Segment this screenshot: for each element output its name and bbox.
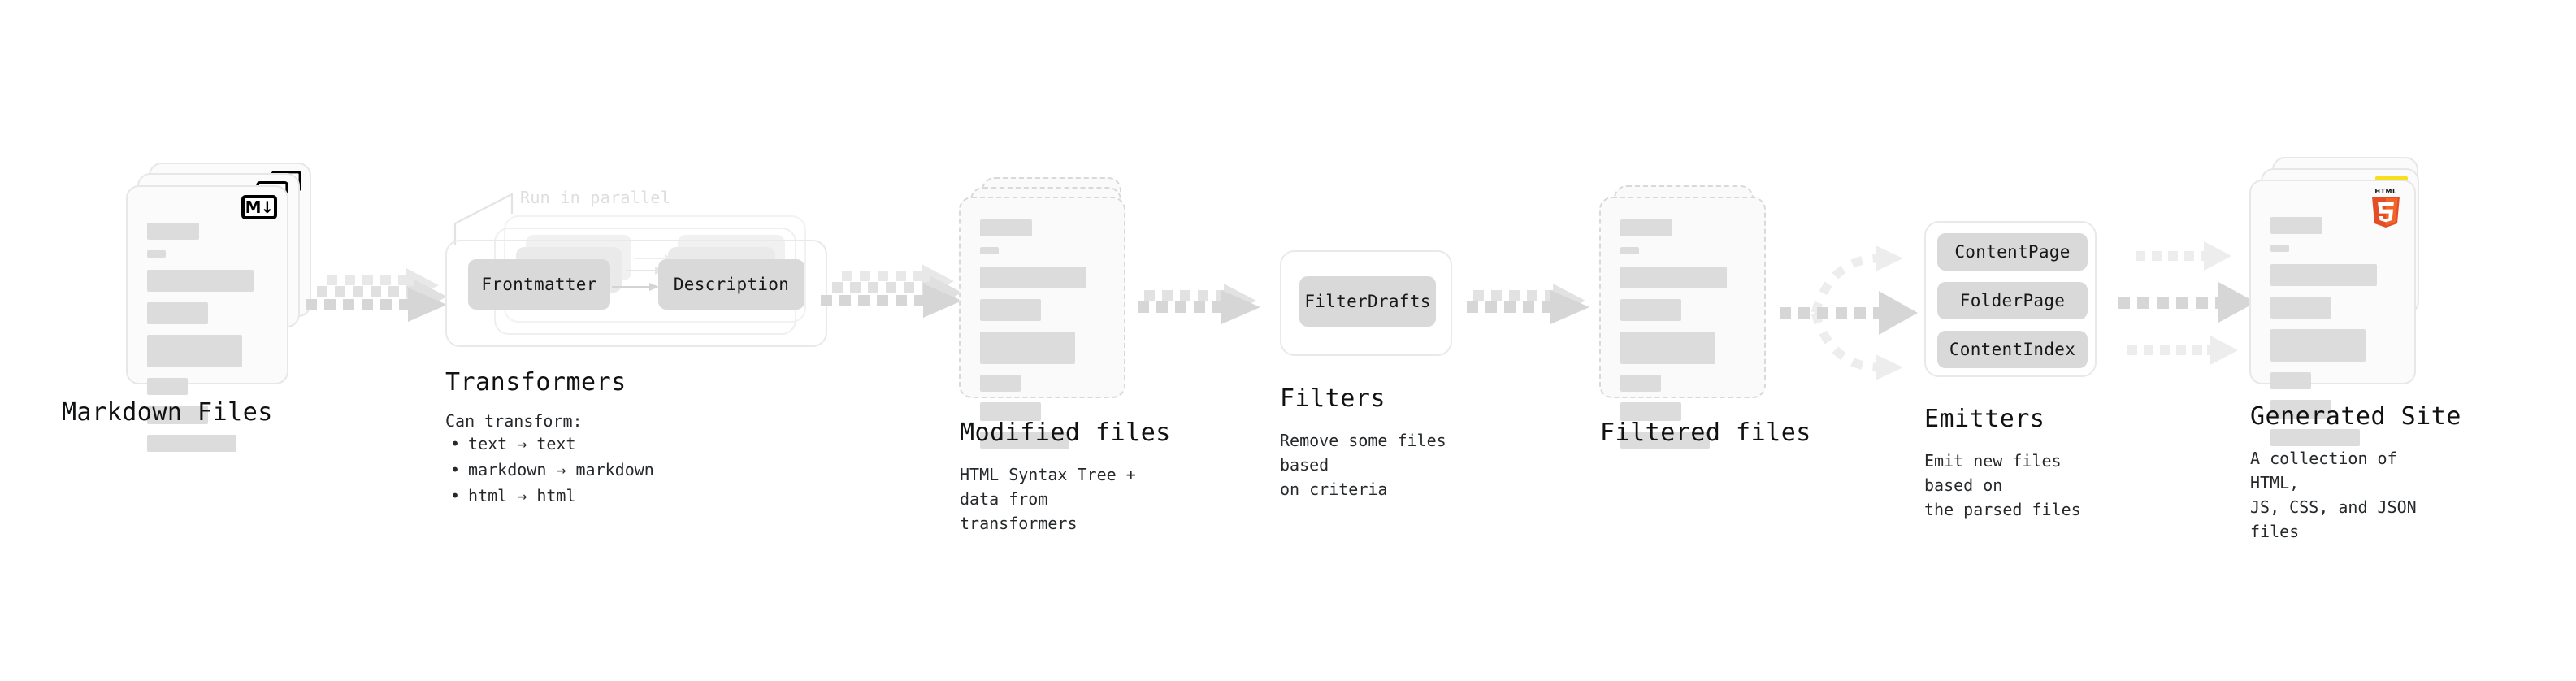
modified-card-content-lines bbox=[980, 219, 1104, 449]
generated-card-content-lines bbox=[2270, 217, 2395, 446]
emitter-chip-contentindex[interactable]: ContentIndex bbox=[1937, 331, 2088, 368]
transformers-bullet-list: text → text markdown → markdown html → h… bbox=[445, 431, 654, 509]
transformer-chip-description[interactable]: Description bbox=[658, 259, 804, 310]
transformers-title: Transformers bbox=[445, 368, 627, 397]
stage-filtered-files: Filtered files bbox=[1599, 185, 1811, 449]
html5-icon: HTML bbox=[2372, 188, 2400, 228]
filtered-files-title: Filtered files bbox=[1600, 419, 1811, 447]
transformers-box: Frontmatter Description bbox=[445, 240, 827, 347]
svg-text:HTML: HTML bbox=[2374, 188, 2396, 195]
modified-files-subtitle: HTML Syntax Tree + data from transformer… bbox=[960, 465, 1136, 533]
modified-files-card-stack bbox=[959, 177, 1146, 449]
generated-site-subtitle: A collection of HTML, JS, CSS, and JSON … bbox=[2250, 449, 2417, 541]
markdown-card-content-lines bbox=[147, 223, 267, 452]
run-in-parallel-label: Run in parallel bbox=[520, 188, 671, 207]
generated-site-card-stack: CSS HTML bbox=[2249, 157, 2436, 446]
generated-site-title: Generated Site bbox=[2250, 402, 2461, 431]
emitter-chip-folderpage[interactable]: FolderPage bbox=[1937, 282, 2088, 319]
markdown-card-front: M↓ bbox=[126, 185, 288, 452]
markdown-files-title: Markdown Files bbox=[62, 398, 273, 427]
modified-card-front bbox=[959, 197, 1125, 449]
arrow-modified-to-filters bbox=[1138, 284, 1260, 324]
markdown-icon: M↓ bbox=[241, 195, 277, 219]
filters-box: FilterDrafts bbox=[1280, 250, 1452, 356]
filters-subtitle: Remove some files based on criteria bbox=[1280, 431, 1446, 499]
stage-filters: FilterDrafts Filters Remove some files b… bbox=[1280, 250, 1452, 499]
arrow-filters-to-filtered bbox=[1467, 284, 1589, 324]
emitters-box: ContentPage FolderPage ContentIndex bbox=[1924, 221, 2097, 377]
stage-modified-files: Modified files HTML Syntax Tree + data f… bbox=[959, 177, 1170, 533]
transformer-arrow bbox=[612, 283, 659, 291]
emitters-title: Emitters bbox=[1924, 405, 2045, 433]
filtered-files-card-stack bbox=[1599, 185, 1786, 449]
filters-title: Filters bbox=[1280, 384, 1386, 413]
filtered-card-content-lines bbox=[1620, 219, 1745, 449]
modified-files-title: Modified files bbox=[960, 419, 1171, 447]
generated-card-front-html: HTML bbox=[2249, 180, 2416, 446]
stage-markdown-files: M↓ M↓ M↓ Markdown Files bbox=[62, 163, 313, 452]
arrow-markdown-to-transformers bbox=[306, 268, 447, 322]
transformers-bullet: markdown → markdown bbox=[445, 457, 654, 483]
stage-generated-site: CSS HTML bbox=[2249, 157, 2461, 541]
filter-chip-filterdrafts[interactable]: FilterDrafts bbox=[1299, 276, 1436, 327]
arrow-filtered-to-emitters bbox=[1780, 245, 1918, 380]
filtered-card-front bbox=[1599, 197, 1766, 449]
arrow-emitters-to-site bbox=[2118, 241, 2256, 365]
arrow-transformers-to-modified bbox=[821, 264, 962, 318]
stage-transformers: Run in parallel Frontmatter Description bbox=[445, 183, 827, 505]
transformer-chip-frontmatter[interactable]: Frontmatter bbox=[468, 259, 610, 310]
emitter-chip-contentpage[interactable]: ContentPage bbox=[1937, 233, 2088, 271]
transformers-bullet: text → text bbox=[445, 431, 654, 457]
emitters-subtitle: Emit new files based on the parsed files bbox=[1924, 451, 2081, 519]
markdown-files-card-stack: M↓ M↓ M↓ bbox=[126, 163, 313, 452]
stage-emitters: ContentPage FolderPage ContentIndex Emit… bbox=[1924, 221, 2097, 519]
transformers-bullet: html → html bbox=[445, 483, 654, 509]
transformers-subtitle-lead: Can transform: bbox=[445, 411, 583, 431]
